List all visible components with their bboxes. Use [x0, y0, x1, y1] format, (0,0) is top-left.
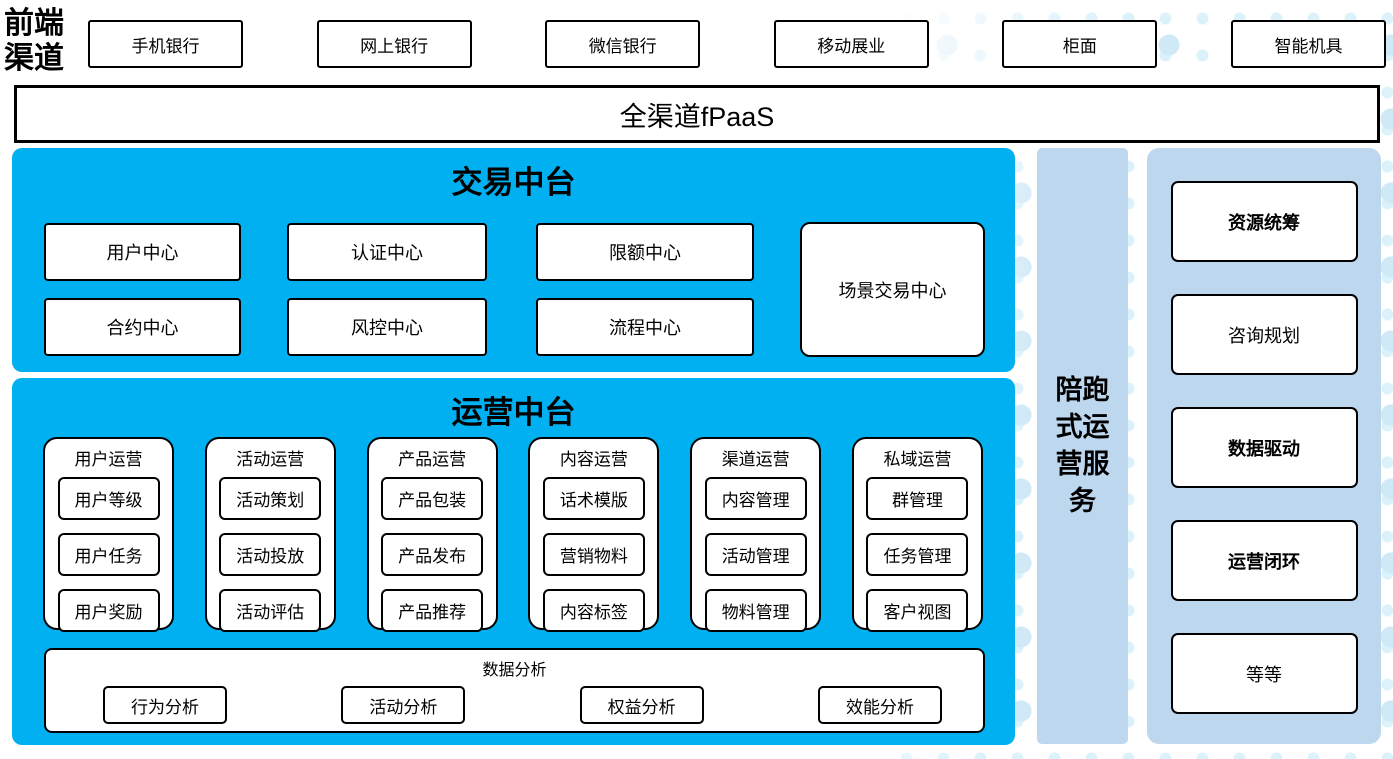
op-item-box: 群管理: [866, 477, 969, 520]
channel-box-mobile-banking: 手机银行: [88, 20, 243, 68]
column-user-operation: 用户运营 用户等级 用户任务 用户奖励: [43, 437, 174, 632]
column-header: 产品运营: [398, 450, 467, 469]
right-services-panel: 资源统筹 咨询规划 数据驱动 运营闭环 等等: [1147, 148, 1381, 744]
column-content-operation: 内容运营 话术模版 营销物料 内容标签: [528, 437, 660, 632]
op-item-box: 产品推荐: [381, 589, 484, 632]
operation-platform-section: 运营中台 用户运营 用户等级 用户任务 用户奖励 活动运营 活动策划 活动投放 …: [12, 378, 1015, 745]
op-item-box: 用户等级: [57, 477, 160, 520]
contract-center-box: 合约中心: [44, 298, 241, 356]
channel-box-online-banking: 网上银行: [316, 20, 472, 68]
channel-box-smart-devices: 智能机具: [1230, 20, 1386, 68]
data-analysis-title: 数据分析: [482, 662, 547, 679]
behavior-analysis-box: 行为分析: [103, 686, 227, 724]
data-analysis-row: 行为分析 活动分析 权益分析 效能分析: [103, 686, 942, 724]
trade-platform-title: 交易中台: [451, 165, 576, 201]
column-product-operation: 产品运营 产品包装 产品发布 产品推荐: [366, 437, 498, 632]
operation-closed-loop-box: 运营闭环: [1170, 520, 1358, 601]
column-private-domain-operation: 私域运营 群管理 任务管理 客户视图: [851, 437, 983, 632]
efficiency-analysis-box: 效能分析: [817, 686, 942, 724]
consulting-planning-box: 咨询规划: [1170, 294, 1358, 375]
op-item-box: 活动策划: [219, 477, 322, 520]
channel-box-wechat-banking: 微信银行: [545, 20, 701, 68]
op-item-box: 产品发布: [381, 533, 484, 576]
column-channel-operation: 渠道运营 内容管理 活动管理 物料管理: [690, 437, 822, 632]
column-header: 内容运营: [559, 450, 628, 469]
column-header: 渠道运营: [721, 450, 790, 469]
etc-box: 等等: [1170, 633, 1358, 714]
op-item-box: 任务管理: [866, 533, 969, 576]
column-header: 私域运营: [883, 450, 952, 469]
data-driven-box: 数据驱动: [1170, 407, 1358, 488]
op-item-box: 产品包装: [381, 477, 484, 520]
omnichannel-fpaas-bar: 全渠道fPaaS: [14, 85, 1380, 143]
op-item-box: 活动评估: [219, 589, 322, 632]
channel-row: 手机银行 网上银行 微信银行 移动展业 柜面 智能机具: [88, 20, 1386, 68]
channel-box-counter: 柜面: [1002, 20, 1158, 68]
operation-columns: 用户运营 用户等级 用户任务 用户奖励 活动运营 活动策划 活动投放 活动评估 …: [43, 437, 983, 632]
trade-platform-section: 交易中台 用户中心 认证中心 限额中心 合约中心 风控中心 流程中心 场景交易中…: [12, 148, 1015, 372]
op-item-box: 用户奖励: [57, 589, 160, 632]
column-header: 活动运营: [236, 450, 305, 469]
column-activity-operation: 活动运营 活动策划 活动投放 活动评估: [204, 437, 336, 632]
auth-center-box: 认证中心: [287, 223, 487, 281]
companion-service-label: 陪跑式运营服务: [1055, 375, 1110, 516]
channel-box-mobile-marketing: 移动展业: [773, 20, 929, 68]
op-item-box: 活动管理: [704, 533, 807, 576]
scene-trade-center-box: 场景交易中心: [800, 222, 985, 357]
op-item-box: 客户视图: [866, 589, 969, 632]
operation-platform-title: 运营中台: [451, 395, 576, 431]
activity-analysis-box: 活动分析: [341, 686, 466, 724]
op-item-box: 营销物料: [542, 533, 645, 576]
risk-center-box: 风控中心: [287, 298, 487, 356]
op-item-box: 内容标签: [542, 589, 645, 632]
op-item-box: 内容管理: [704, 477, 807, 520]
resource-coordination-box: 资源统筹: [1170, 181, 1358, 262]
data-analysis-panel: 数据分析 行为分析 活动分析 权益分析 效能分析: [44, 648, 985, 733]
column-header: 用户运营: [74, 450, 143, 469]
user-center-box: 用户中心: [44, 223, 241, 281]
process-center-box: 流程中心: [536, 298, 754, 356]
rights-analysis-box: 权益分析: [579, 686, 704, 724]
op-item-box: 用户任务: [57, 533, 160, 576]
op-item-box: 活动投放: [219, 533, 322, 576]
op-item-box: 话术模版: [542, 477, 645, 520]
op-item-box: 物料管理: [704, 589, 807, 632]
companion-operation-service-bar: 陪跑式运营服务: [1037, 148, 1128, 744]
limit-center-box: 限额中心: [536, 223, 754, 281]
front-channel-label: 前端渠道: [4, 6, 64, 76]
